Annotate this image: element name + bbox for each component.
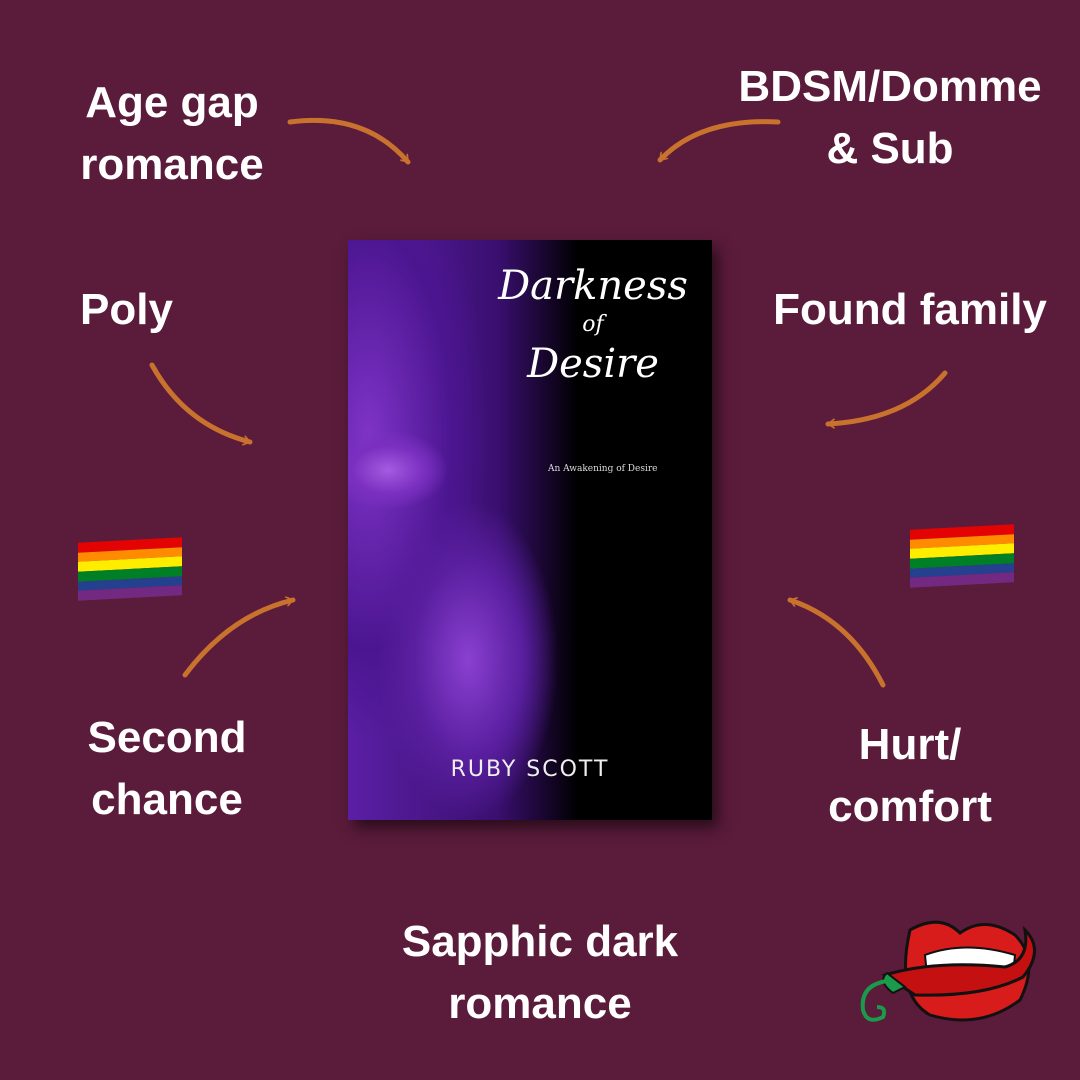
book-subtitle: An Awakening of Desire <box>548 464 658 474</box>
label-sapphic: Sapphic dark romance <box>380 911 700 1035</box>
title-line: of <box>582 312 604 337</box>
arrow-bdsm <box>657 119 781 163</box>
arrow-found-family <box>825 370 948 424</box>
arrow-poly <box>149 362 253 442</box>
title-line: Darkness <box>498 263 688 309</box>
label-line: Second <box>87 713 247 762</box>
label-line: Poly <box>80 285 173 334</box>
lips-chili-icon <box>860 920 1036 1022</box>
arrow-age-gap <box>287 117 411 165</box>
label-age-gap: Age gap romance <box>72 72 272 196</box>
label-line: comfort <box>828 782 992 831</box>
book-cover: Darkness of Desire An Awakening of Desir… <box>348 240 712 820</box>
label-hurt-comfort: Hurt/ comfort <box>810 714 1010 838</box>
label-bdsm: BDSM/Domme & Sub <box>720 56 1060 180</box>
book-title: Darkness of Desire <box>488 262 698 388</box>
label-line: Sapphic dark <box>401 917 679 966</box>
rainbow-flag-icon <box>78 537 182 601</box>
label-line: BDSM/Domme <box>738 62 1042 111</box>
rainbow-flag-icon <box>910 524 1014 588</box>
cover-art <box>348 240 578 820</box>
title-line: Desire <box>527 341 659 387</box>
label-poly: Poly <box>80 279 173 341</box>
label-second-chance: Second chance <box>67 707 267 831</box>
label-line: romance <box>80 140 264 189</box>
label-line: Age gap <box>85 78 259 127</box>
book-author: RUBY SCOTT <box>450 757 610 782</box>
label-line: romance <box>448 979 632 1028</box>
label-found-family: Found family <box>760 279 1060 341</box>
arrow-second-chance <box>182 600 296 678</box>
arrow-hurt-comfort <box>787 600 886 688</box>
label-line: & Sub <box>826 124 954 173</box>
label-line: chance <box>91 775 243 824</box>
label-line: Hurt/ <box>858 720 962 769</box>
label-line: Found family <box>773 285 1047 334</box>
